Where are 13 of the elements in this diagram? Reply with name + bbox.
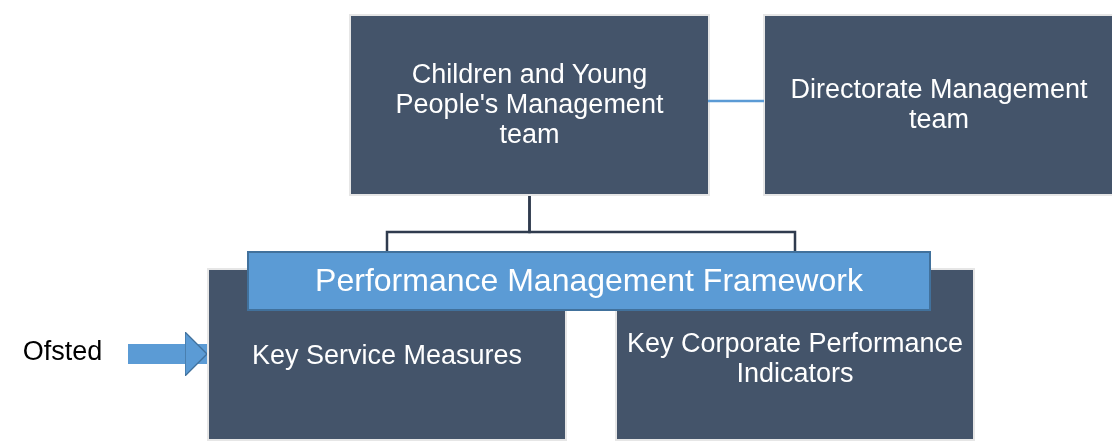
- measure-box: [615, 310, 975, 441]
- box-text: Performance Management Framework: [315, 263, 863, 299]
- measure-box: [207, 310, 567, 441]
- source-label: Ofsted: [22, 337, 103, 367]
- box-text: Key Service Measures: [251, 341, 523, 371]
- framework-banner: [247, 251, 931, 311]
- box-text: Children and Young People's Management team: [394, 60, 665, 150]
- team-box: [763, 14, 1112, 196]
- box-text: Key Corporate Performance Indicators: [625, 329, 965, 389]
- box-text: Directorate Management team: [789, 75, 1089, 135]
- connector-line: [528, 196, 797, 251]
- block-arrow: [128, 331, 208, 377]
- team-box: [349, 14, 710, 196]
